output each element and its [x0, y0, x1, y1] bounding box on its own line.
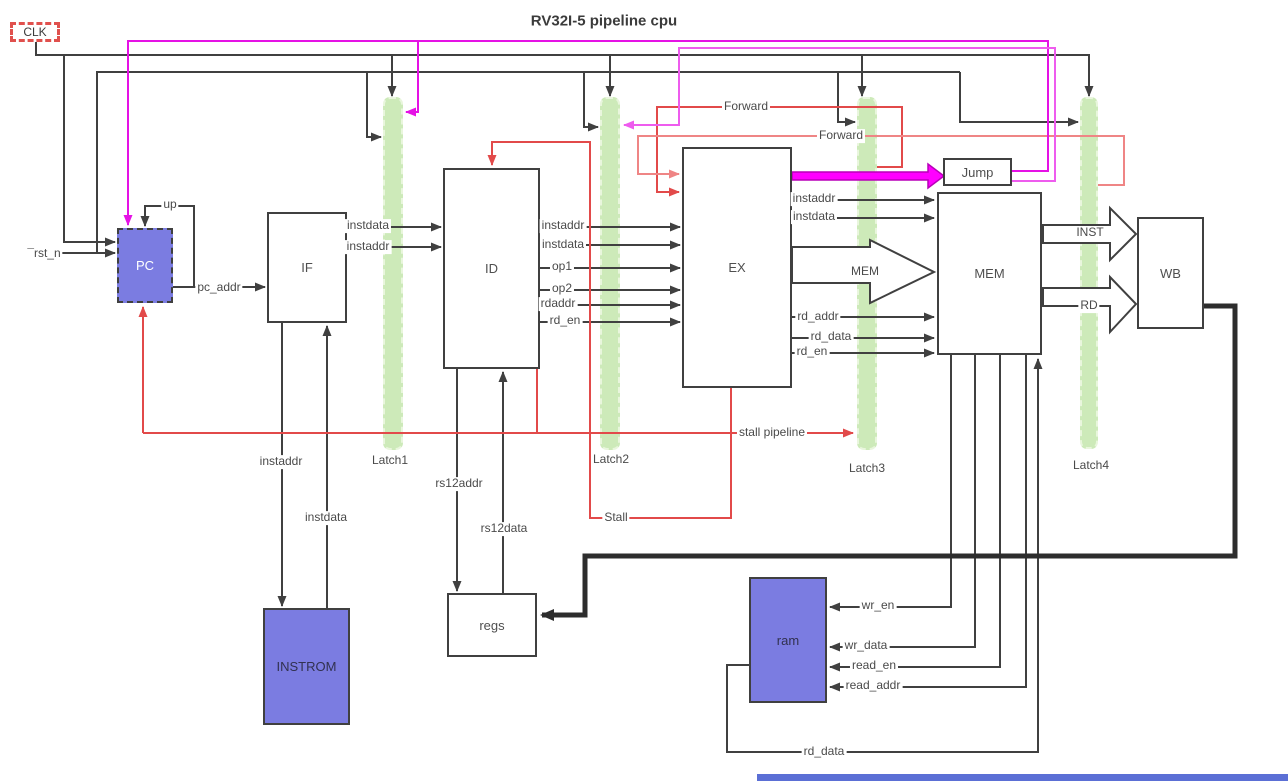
clk-source[interactable]: CLK — [10, 22, 60, 42]
block-ram[interactable]: ram — [749, 577, 827, 703]
id-instdata-label: instdata — [539, 237, 587, 252]
rst-n-label: ¯rst_n — [25, 246, 63, 261]
latch2-bar[interactable] — [600, 97, 620, 450]
latch4-label: Latch4 — [1072, 458, 1110, 473]
rs12data-label: rs12data — [478, 521, 530, 536]
ram-label: ram — [776, 632, 800, 648]
block-wb[interactable]: WB — [1137, 217, 1204, 329]
pc-addr-label: pc_addr — [195, 280, 243, 295]
pc-label: PC — [135, 258, 155, 273]
op1-label: op1 — [549, 259, 575, 274]
forward-wb-label: Forward — [816, 128, 866, 143]
read-en-label: read_en — [849, 658, 899, 673]
latch1-bar[interactable] — [383, 97, 403, 450]
rd-addr-label: rd_addr — [795, 309, 841, 324]
stall-pipeline-label: stall pipeline — [736, 425, 808, 440]
if-instaddr-label: instaddr — [344, 239, 392, 254]
mem-bus-label: MEM — [849, 264, 881, 279]
rd-data-label: rd_data — [808, 329, 854, 344]
inst-bus-label: INST — [1074, 225, 1106, 240]
block-ex[interactable]: EX — [682, 147, 792, 388]
wb-label: WB — [1160, 265, 1181, 281]
up-label: up — [161, 197, 179, 212]
block-pc[interactable]: PC — [117, 228, 173, 303]
rom-instaddr-label: instaddr — [257, 454, 305, 469]
rd-bus-label: RD — [1078, 298, 1100, 313]
horizontal-scrollbar-thumb[interactable] — [757, 774, 1288, 781]
ex-instaddr-label: instaddr — [790, 191, 838, 206]
wr-data-label: wr_data — [842, 638, 890, 653]
id-label: ID — [485, 261, 498, 276]
id-rd-en-label: rd_en — [547, 313, 583, 328]
rdaddr-label: rdaddr — [538, 296, 578, 311]
id-instaddr-label: instaddr — [539, 218, 587, 233]
instrom-label: INSTROM — [276, 659, 337, 674]
latch1-label: Latch1 — [371, 453, 409, 468]
block-instrom[interactable]: INSTROM — [263, 608, 350, 725]
latch3-label: Latch3 — [848, 461, 886, 476]
rs12addr-label: rs12addr — [433, 476, 485, 491]
forward-mem-label: Forward — [721, 99, 771, 114]
stall-label: Stall — [602, 510, 630, 525]
diagram-title: RV32I-5 pipeline cpu — [530, 12, 678, 30]
block-regs[interactable]: regs — [447, 593, 537, 657]
read-addr-label: read_addr — [843, 678, 903, 693]
op2-label: op2 — [549, 281, 575, 296]
wr-en-label: wr_en — [859, 598, 897, 613]
block-mem[interactable]: MEM — [937, 192, 1042, 355]
if-instdata-label: instdata — [344, 218, 392, 233]
jump-label: Jump — [961, 164, 994, 180]
latch4-bar[interactable] — [1080, 97, 1098, 449]
latch2-label: Latch2 — [592, 452, 630, 467]
clk-label: CLK — [23, 25, 47, 39]
block-jump[interactable]: Jump — [943, 158, 1012, 186]
ex-rd-en-label: rd_en — [794, 344, 830, 359]
rom-instdata-label: instdata — [302, 510, 350, 525]
ex-label: EX — [728, 260, 746, 275]
ex-instdata-label: instdata — [790, 209, 838, 224]
block-id[interactable]: ID — [443, 168, 540, 369]
regs-label: regs — [479, 617, 505, 633]
if-label: IF — [301, 260, 313, 275]
mem-label: MEM — [974, 266, 1005, 281]
ram-rd-data-label: rd_data — [801, 744, 847, 759]
block-if[interactable]: IF — [267, 212, 347, 323]
